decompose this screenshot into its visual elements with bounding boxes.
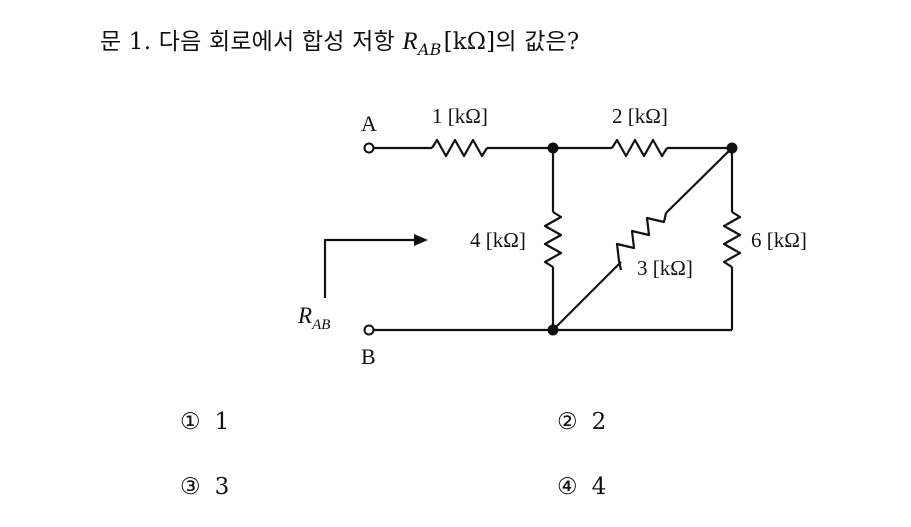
resistor-r2 — [611, 138, 668, 158]
resistor-r3 — [615, 212, 668, 271]
choice-2-value: 2 — [591, 409, 607, 435]
node-top-middle — [547, 142, 559, 154]
rab-label: RAB — [297, 303, 330, 333]
question-symbol: R — [402, 28, 418, 55]
rab-subscript: AB — [311, 317, 330, 333]
choice-1-mark: ① — [180, 409, 201, 435]
r1-label: 1 [kΩ] — [432, 104, 488, 128]
choice-2-mark: ② — [557, 409, 578, 435]
resistor-r4 — [543, 211, 563, 268]
resistor-r1 — [431, 138, 488, 158]
choice-3-value: 3 — [214, 474, 230, 500]
rab-symbol: R — [297, 303, 312, 328]
question-prefix: 문 1. 다음 회로에서 합성 저항 — [100, 29, 403, 55]
question-text: 문 1. 다음 회로에서 합성 저항 RAB[kΩ]의 값은? — [100, 22, 580, 59]
terminal-b-circle — [363, 324, 375, 336]
terminal-a-label: A — [361, 111, 377, 136]
rab-arrow-line — [323, 238, 414, 298]
node-top-right — [726, 142, 738, 154]
terminal-a-circle — [363, 142, 375, 154]
r4-label: 4 [kΩ] — [470, 228, 526, 252]
wire-diagonal-lower — [552, 261, 622, 331]
terminal-b-label: B — [361, 344, 376, 369]
node-bottom-middle — [547, 324, 559, 336]
question-suffix: [kΩ]의 값은? — [443, 29, 580, 55]
choice-4-mark: ④ — [557, 474, 578, 500]
choice-4-value: 4 — [591, 474, 607, 500]
r6-label: 6 [kΩ] — [751, 228, 807, 252]
choice-1-value: 1 — [214, 409, 230, 435]
r2-label: 2 [kΩ] — [612, 104, 668, 128]
question-subscript: AB — [417, 40, 442, 59]
wire-diagonal-upper — [665, 147, 733, 214]
choice-3-mark: ③ — [180, 474, 201, 500]
rab-arrow-head — [414, 234, 428, 246]
resistor-r6 — [722, 211, 742, 268]
r3-label: 3 [kΩ] — [637, 256, 693, 280]
